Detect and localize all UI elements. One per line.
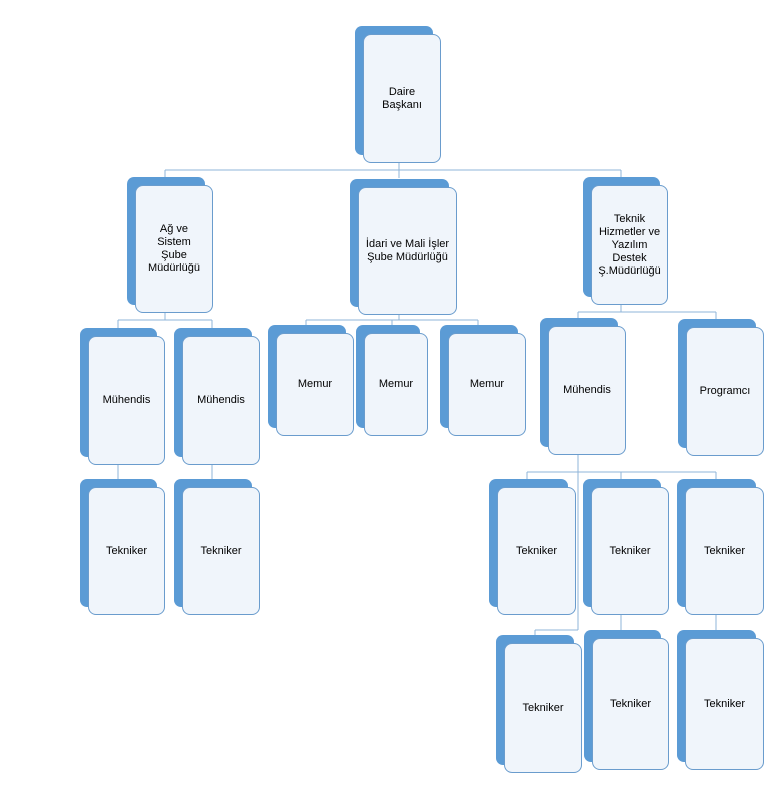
node-tekniker-5: Tekniker (677, 479, 764, 615)
node-label: Tekniker (200, 544, 242, 557)
node-label: Tekniker (522, 701, 564, 714)
node-label: Mühendis (102, 394, 151, 406)
node-label: Daire Başkanı (382, 85, 422, 111)
node-tekniker-3: Tekniker (489, 479, 576, 615)
node-label: Mühendis (197, 394, 245, 406)
node-label: Tekniker (516, 544, 557, 557)
node-daire-baskani: Daire Başkanı (355, 26, 441, 163)
node-ag-ve-sistem: Ağ ve Sistem Şube Müdürlüğü (127, 177, 213, 313)
node-memur-3: Memur (440, 325, 526, 436)
node-label: Mühendis (563, 384, 611, 396)
node-label: Tekniker (610, 697, 651, 710)
node-memur-1: Memur (268, 325, 354, 436)
node-label: Tekniker (704, 697, 745, 710)
node-tekniker-6: Tekniker (496, 635, 582, 773)
node-label: Ağ ve Sistem Şube Müdürlüğü (148, 223, 200, 274)
node-tekniker-7: Tekniker (584, 630, 669, 770)
node-idari-ve-mali: İdari ve Mali İşler Şube Müdürlüğü (350, 179, 457, 315)
node-label: Programcı (699, 385, 751, 397)
node-muhendis-1: Mühendis (80, 328, 165, 465)
node-tekniker-1: Tekniker (80, 479, 165, 615)
node-tekniker-4: Tekniker (583, 479, 669, 615)
node-tekniker-8: Tekniker (677, 630, 764, 770)
node-muhendis-teknik: Mühendis (540, 318, 626, 455)
node-label: Tekniker (609, 544, 651, 557)
node-tekniker-2: Tekniker (174, 479, 260, 615)
node-label: İdari ve Mali İşler Şube Müdürlüğü (365, 238, 450, 263)
node-label: Tekniker (106, 544, 147, 557)
node-label: Memur (378, 378, 414, 390)
node-label: Memur (469, 378, 505, 390)
node-teknik-hizmetler: Teknik Hizmetler ve Yazılım Destek Ş.Müd… (583, 177, 668, 305)
node-label: Memur (297, 378, 333, 390)
node-memur-2: Memur (356, 325, 428, 436)
node-muhendis-2: Mühendis (174, 328, 260, 465)
node-label: Teknik Hizmetler ve Yazılım Destek Ş.Müd… (598, 212, 661, 277)
node-programci: Programcı (678, 319, 764, 456)
node-label: Tekniker (704, 544, 745, 557)
